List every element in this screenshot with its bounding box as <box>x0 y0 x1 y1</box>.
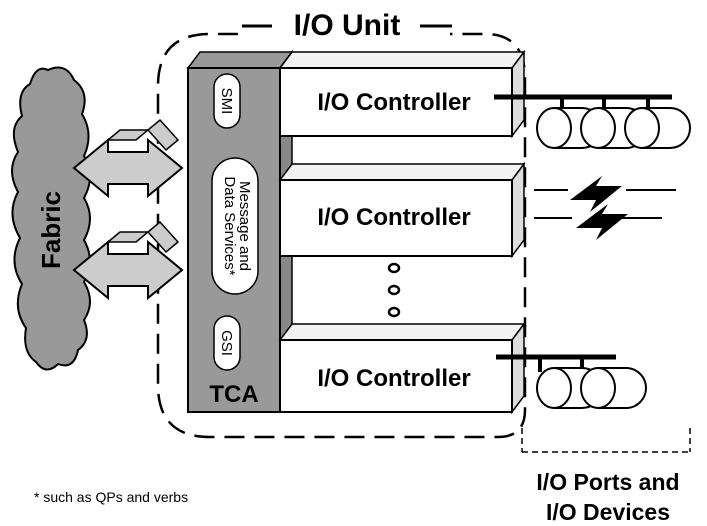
ports-label-line2: I/O Devices <box>546 499 670 525</box>
fabric-cloud: Fabric <box>11 66 91 371</box>
message-data-services-pill: Message and Data Services* <box>211 157 259 295</box>
smi-label: SMI <box>218 88 235 115</box>
gsi-label: GSI <box>218 330 235 356</box>
io-controller-1: I/O Controller <box>278 49 526 139</box>
ports-label-line1: I/O Ports and <box>536 469 679 495</box>
io-controller-label: I/O Controller <box>317 89 470 116</box>
wireless-link-icon <box>534 176 676 240</box>
io-controller-2: I/O Controller <box>278 161 526 259</box>
more-controllers-ellipsis <box>387 262 401 318</box>
smi-pill: SMI <box>213 73 241 129</box>
io-controller-3: I/O Controller <box>278 321 526 415</box>
fabric-arrow-upper <box>72 137 184 199</box>
disk-icon <box>624 107 691 149</box>
footnote: * such as QPs and verbs <box>34 489 188 505</box>
disk-icon <box>580 367 647 409</box>
tca-label: TCA <box>209 381 258 408</box>
message-line2: Data Services* <box>221 176 238 275</box>
io-unit-title: I/O Unit <box>294 9 401 42</box>
io-devices-bottom <box>496 354 647 409</box>
fabric-label: Fabric <box>36 191 66 269</box>
io-devices-top <box>494 94 691 149</box>
fabric-arrow-lower <box>72 239 184 301</box>
io-controller-label: I/O Controller <box>317 204 470 231</box>
message-line1: Message and <box>236 181 253 271</box>
gsi-pill: GSI <box>213 315 241 371</box>
ports-bracket <box>521 428 691 453</box>
io-controller-label: I/O Controller <box>317 365 470 392</box>
